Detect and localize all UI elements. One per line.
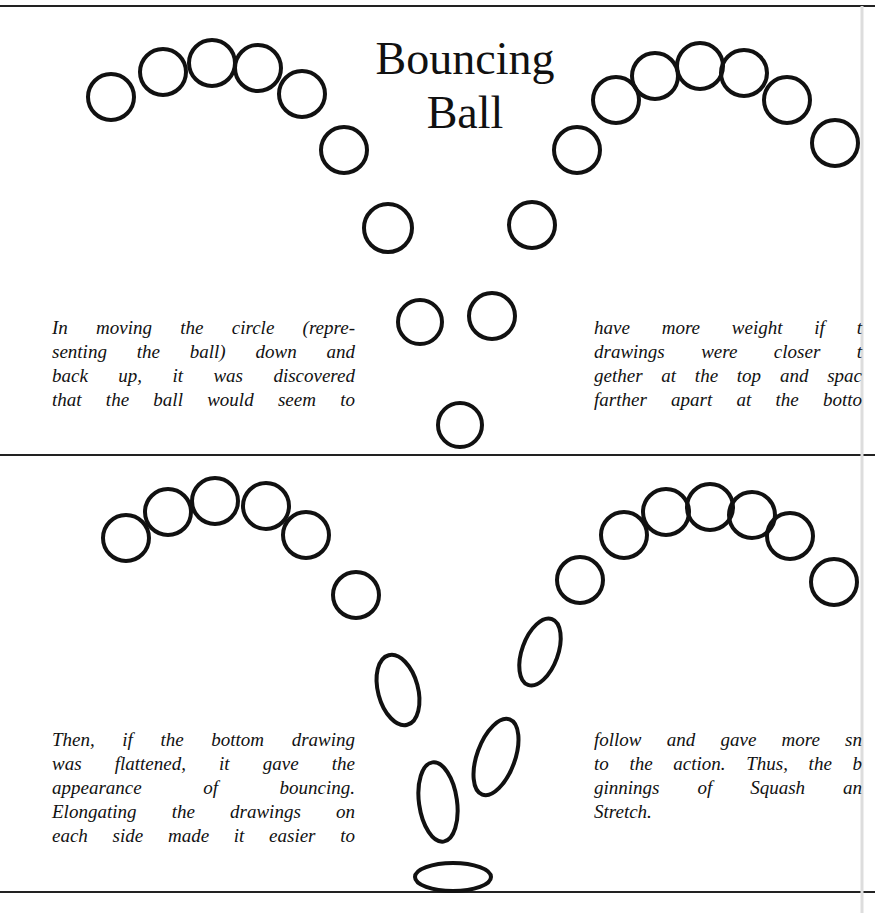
caption-line: appearance of bouncing.	[52, 776, 355, 800]
ground-line	[0, 454, 875, 456]
page-gutter	[861, 6, 864, 913]
caption-line: back up, it was discovered	[52, 364, 355, 388]
caption-line: was flattened, it gave the	[52, 752, 355, 776]
caption-line: farther apart at the botto	[594, 388, 862, 412]
caption-line: Then, if the bottom drawing	[52, 728, 355, 752]
page-title: Bouncing Ball	[360, 32, 570, 140]
caption-line: to the action. Thus, the b	[594, 752, 862, 776]
caption-line: drawings were closer t	[594, 340, 862, 364]
caption-line: Stretch.	[594, 800, 862, 824]
caption-line: that the ball would seem to	[52, 388, 355, 412]
caption-line: follow and gave more sn	[594, 728, 862, 752]
caption-line: each side made it easier to	[52, 824, 355, 848]
caption-line: senting the ball) down and	[52, 340, 355, 364]
caption-line: ginnings of Squash an	[594, 776, 862, 800]
caption-line: Elongating the drawings on	[52, 800, 355, 824]
caption-line: have more weight if t	[594, 316, 862, 340]
caption-line: gether at the top and spac	[594, 364, 862, 388]
caption-line: In moving the circle (repre-	[52, 316, 355, 340]
frame-line	[0, 5, 875, 7]
